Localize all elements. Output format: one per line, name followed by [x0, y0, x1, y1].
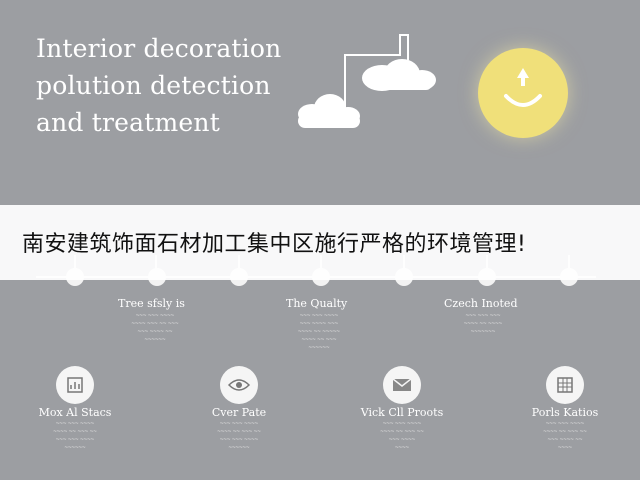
title-line-2: polution detection: [36, 71, 271, 100]
cloud-icon: [298, 94, 360, 128]
announcement-banner: [0, 205, 640, 280]
step-title: Czech Inoted: [444, 297, 518, 310]
feature-description: ~~~ ~~~ ~~~~ ~~~~ ~~ ~~~ ~~ ~~~ ~~~~ ~~ …: [543, 421, 587, 451]
step-description: ~~~ ~~~ ~~~~ ~~~ ~~~~ ~~~ ~~~~ ~~ ~~~~~ …: [298, 313, 340, 351]
banner-text: 南安建筑饰面石材加工集中区施行严格的环境管理!: [22, 232, 527, 257]
feature-description: ~~~ ~~~ ~~~~ ~~~~ ~~ ~~~ ~~ ~~~ ~~~ ~~~~…: [53, 421, 97, 451]
chart-box-icon: [56, 366, 94, 404]
grid-icon: [546, 366, 584, 404]
feature-description: ~~~ ~~~ ~~~~ ~~~~ ~~ ~~~ ~~ ~~~ ~~~ ~~~~…: [217, 421, 261, 451]
step-description: ~~~ ~~~ ~~~~ ~~~~ ~~~ ~~ ~~~ ~~~ ~~~~ ~~…: [131, 313, 179, 343]
page-title: Interior decoration polution detection a…: [36, 30, 281, 141]
step-title: The Qualty: [286, 297, 348, 310]
title-line-3: and treatment: [36, 108, 220, 137]
envelope-icon: [383, 366, 421, 404]
title-line-1: Interior decoration: [36, 34, 282, 63]
sun-smile-icon: [478, 48, 568, 138]
feature-label: Mox Al Stacs: [38, 406, 112, 419]
feature-description: ~~~ ~~~ ~~~~ ~~~~ ~~ ~~~ ~~ ~~~ ~~~~ ~~~…: [380, 421, 424, 451]
step-description: ~~~ ~~~ ~~~ ~~~~ ~~ ~~~~ ~~~~~~~: [463, 313, 503, 335]
eye-icon: [220, 366, 258, 404]
feature-label: Porls Katios: [531, 406, 599, 419]
step-title: Tree sfsly is: [118, 297, 185, 310]
feature-label: Cver Pate: [211, 406, 267, 419]
cloud-icon: [362, 59, 436, 91]
feature-label: Vick Cll Proots: [360, 406, 444, 419]
chimney-cloud-illustration: [298, 34, 436, 128]
